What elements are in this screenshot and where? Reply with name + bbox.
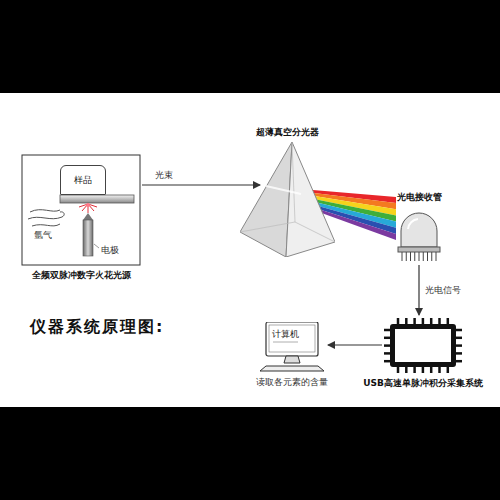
tube-pin [410,252,411,261]
prism-back-edge [240,222,335,242]
monitor-screen [269,325,315,352]
part-label: 电极 [100,244,120,257]
chip-pin [438,366,441,373]
prism-shape [240,142,335,257]
chip-body [390,324,456,367]
chip-pin [447,366,450,373]
chip-pin [413,318,416,325]
chip-pin [384,352,391,355]
electrode [83,220,93,256]
illustration-part [28,212,64,219]
tube-highlight [408,219,418,229]
tube-pin [427,252,428,261]
argon-flow [28,210,64,226]
sample-box: 样品 [60,165,106,195]
tube-pin [406,252,407,261]
spark [79,204,97,213]
chip-pin [413,366,416,373]
tube-pin [402,252,403,261]
prism-back-edge [292,142,295,222]
spark-source-box: 全频双脉冲数字火花光源样品 [22,155,140,265]
chip-pin [447,318,450,325]
tube-pin [431,252,432,261]
chip-pin [405,366,408,373]
chip-pin [455,337,462,340]
edge-label: 光电信号 [424,284,462,297]
node-heading: 超薄真空分光器 [256,126,319,139]
chip-pin [455,329,462,332]
black-bar [0,407,500,500]
chip-pin [455,360,462,363]
screen-line [273,342,298,343]
chip-shape [384,318,462,373]
arrow-connector [142,184,260,185]
chip-pin [384,344,391,347]
illustration-part [30,210,60,212]
monitor-frame [266,322,318,356]
prism-face [240,142,292,257]
chip-window [395,329,451,362]
tube-dome [401,213,437,247]
tube-pin [414,252,415,261]
tube-pin [423,252,424,261]
tube-shape [396,207,442,262]
tube-base [398,247,440,252]
arrow-connector [328,344,382,345]
chip-pin [422,366,425,373]
computer: 计算机读取各元素的含量 [258,322,326,372]
node-heading: 光电接收管 [397,191,442,204]
chip-pin [397,366,400,373]
chip-pin [430,366,433,373]
chip-pin [422,318,425,325]
tube-pin [419,252,420,261]
chip-pin [397,318,400,325]
light-path [266,186,301,194]
monitor-stand [284,356,300,363]
black-bar [0,0,500,93]
node-heading: 读取各元素的含量 [256,376,328,389]
illustration-part [32,224,60,226]
arrow-connector [418,265,419,315]
screen-text: 计算机 [272,329,299,340]
source-frame [22,155,140,265]
acquisition-chip: USB高速单脉冲积分采集系统 [384,318,462,373]
chip-pin [455,344,462,347]
chip-pin [384,337,391,340]
edge-label: 光束 [154,169,174,182]
node-heading: 全频双脉冲数字火花光源 [32,269,131,282]
node-heading: USB高速单脉冲积分采集系统 [363,377,483,390]
prism-face [286,142,335,257]
keyboard [260,366,324,371]
prism-spectrometer: 超薄真空分光器 [240,142,335,257]
gas-label: 氩气 [33,229,53,242]
chip-pin [438,318,441,325]
stand-plate [60,195,134,203]
node-text: 样品 [74,175,92,186]
chip-pin [384,360,391,363]
chip-pin [455,352,462,355]
chip-pin [384,329,391,332]
diagram-title: 仪器系统原理图: [30,317,164,338]
electrode-tip [83,213,93,220]
photo-tube: 光电接收管 [396,207,442,262]
spark-core [86,203,90,207]
chip-pin [430,318,433,325]
chip-pin [405,318,408,325]
tube-pin [436,252,437,261]
leader-line [94,244,99,248]
